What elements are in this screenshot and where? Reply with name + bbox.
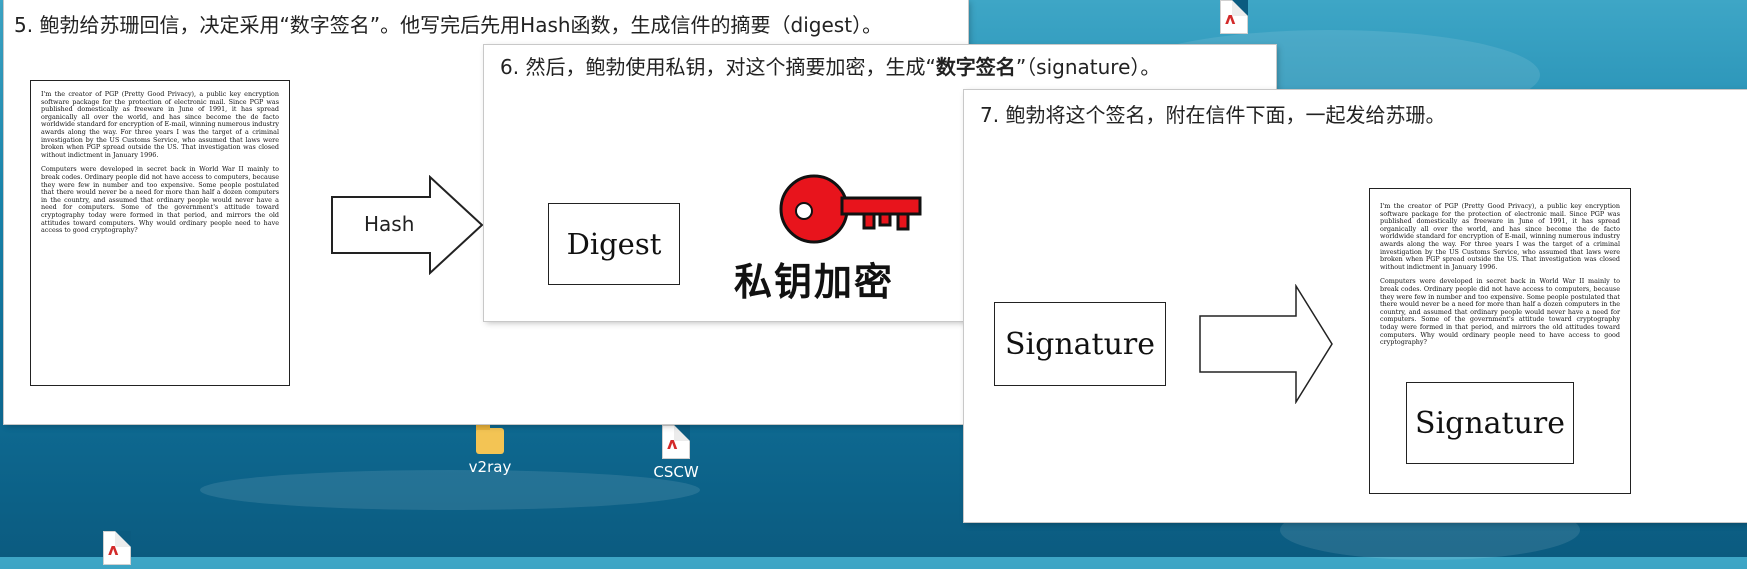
- private-key-caption: 私钥加密: [734, 259, 895, 304]
- desktop-icon-label: CSCW: [653, 463, 699, 481]
- pdf-icon: ᴧ: [103, 531, 131, 565]
- desktop-icon-pdf-bottom[interactable]: ᴧ: [62, 531, 172, 569]
- desktop-icon-cscw[interactable]: ᴧ CSCW: [621, 425, 731, 481]
- signature-label: Signature: [1004, 326, 1156, 362]
- letter-paragraph: Computers were developed in secret back …: [41, 165, 279, 235]
- letter-paragraph: I'm the creator of PGP (Pretty Good Priv…: [1380, 202, 1620, 271]
- letter-paragraph: I'm the creator of PGP (Pretty Good Priv…: [41, 90, 279, 159]
- slide-step6-title: 6. 然后，鲍勃使用私钥，对这个摘要加密，生成“数字签名”（signature）…: [500, 51, 1160, 80]
- slide-step6-title-end: ”（signature）。: [1015, 55, 1161, 79]
- letter-document: I'm the creator of PGP (Pretty Good Priv…: [30, 80, 290, 386]
- slide-step6-title-start: 6. 然后，鲍勃使用私钥，对这个摘要加密，生成“: [500, 55, 936, 79]
- desktop-icon-pdf-top[interactable]: ᴧ: [1179, 0, 1289, 38]
- hash-arrow: [331, 175, 484, 275]
- slide-step7: 7. 鲍勃将这个签名，附在信件下面，一起发给苏珊。 Signature I'm …: [964, 90, 1747, 522]
- slide-step5-title: 5. 鲍勃给苏珊回信，决定采用“数字签名”。他写完后先用Hash函数，生成信件的…: [14, 13, 883, 37]
- send-arrow: [1199, 284, 1333, 404]
- attached-signature-box: Signature: [1406, 382, 1574, 464]
- attached-signature-label: Signature: [1414, 405, 1566, 441]
- digest-label: Digest: [566, 227, 662, 261]
- letter-paragraph: Computers were developed in secret back …: [1380, 277, 1620, 347]
- pdf-icon: ᴧ: [662, 425, 690, 459]
- pdf-icon: ᴧ: [1220, 0, 1248, 34]
- slide-step6-title-bold: 数字签名: [935, 55, 1016, 79]
- hash-arrow-label: Hash: [364, 212, 415, 236]
- slide-step7-title: 7. 鲍勃将这个签名，附在信件下面，一起发给苏珊。: [980, 103, 1446, 127]
- digest-box: Digest: [548, 203, 680, 285]
- private-key-icon: [779, 174, 922, 244]
- desktop-icon-v2ray[interactable]: v2ray: [435, 422, 545, 476]
- desktop-icon-label: v2ray: [468, 458, 512, 476]
- wallpaper-highlight: [200, 470, 700, 510]
- folder-icon: [476, 422, 504, 454]
- signature-box: Signature: [994, 302, 1166, 386]
